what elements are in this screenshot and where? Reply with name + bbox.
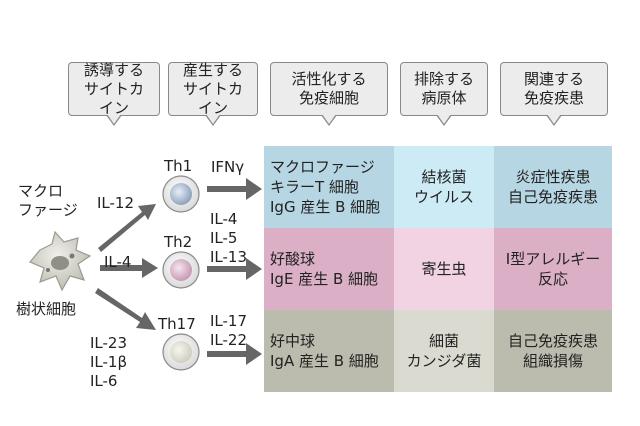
header-pathogens: 排除する 病原体 bbox=[400, 62, 488, 126]
ifn-gamma-label: IFNγ bbox=[211, 158, 245, 176]
header-line: 誘導する bbox=[83, 60, 144, 79]
th2-nucleus bbox=[170, 259, 192, 281]
th17-label: Th17 bbox=[158, 315, 196, 333]
header-line: 病原体 bbox=[421, 89, 467, 107]
label-line: IL-6 bbox=[90, 372, 118, 390]
cell-immune-cells-th2: 好酸球 IgE 産生 B 細胞 bbox=[264, 228, 394, 310]
il12-label: IL-12 bbox=[97, 194, 135, 212]
cell-line: 好中球 bbox=[270, 332, 316, 350]
cell-immune-cells-th1: マクロファージ キラーT 細胞 IgG 産生 B 細胞 bbox=[264, 146, 394, 228]
header-line: 産生する bbox=[182, 60, 243, 79]
cell-line: 好酸球 bbox=[270, 250, 316, 268]
header-line: 排除する bbox=[413, 70, 474, 88]
label-line: IL-22 bbox=[210, 331, 248, 349]
cell-line: キラーT 細胞 bbox=[270, 178, 359, 196]
th17-inducing-cytokines: IL-23 IL-1β IL-6 bbox=[90, 334, 127, 391]
arrow-th1-out bbox=[207, 178, 262, 200]
arrow-th17-out bbox=[207, 343, 262, 365]
cell-line: IgG 産生 B 細胞 bbox=[270, 198, 381, 216]
cell-line: Ⅰ型アレルギー bbox=[505, 250, 601, 268]
cell-line: 組織損傷 bbox=[522, 352, 583, 370]
macrophage-vacuole bbox=[69, 253, 75, 259]
macrophage-label: マクロ ファージ bbox=[18, 182, 78, 220]
cell-line: 自己免疫疾患 bbox=[507, 332, 598, 350]
th2-produced-cytokines: IL-4 IL-5 IL-13 bbox=[210, 210, 247, 267]
cell-line: マクロファージ bbox=[270, 158, 375, 176]
header-activated-immune-cells: 活性化する 免疫細胞 bbox=[270, 62, 388, 126]
label-line: IL-13 bbox=[210, 248, 248, 266]
header-inducing-cytokines: 誘導する サイトカ イン bbox=[68, 60, 160, 126]
label-line: ファージ bbox=[18, 201, 78, 219]
cell-line: 炎症性疾患 bbox=[515, 168, 591, 186]
label-line: マクロ bbox=[18, 182, 64, 200]
cell-line: 細菌 bbox=[428, 332, 459, 350]
il4-inducing-label: IL-4 bbox=[104, 253, 132, 271]
th17-nucleus bbox=[170, 341, 192, 363]
cell-pathogens-th2: 寄生虫 bbox=[394, 228, 494, 310]
cell-line: カンジダ菌 bbox=[406, 352, 482, 370]
th1-nucleus bbox=[170, 183, 192, 205]
cell-line: IgA 産生 B 細胞 bbox=[270, 352, 379, 370]
th17-produced-cytokines: IL-17 IL-22 bbox=[210, 312, 247, 350]
cell-line: 自己免疫疾患 bbox=[507, 188, 598, 206]
cell-line: 結核菌 bbox=[421, 168, 467, 186]
th1-label: Th1 bbox=[164, 157, 193, 175]
arrow-th2-out bbox=[207, 258, 262, 280]
dendritic-cell-label: 樹状細胞 bbox=[16, 300, 77, 318]
label-line: IL-17 bbox=[210, 312, 248, 330]
macrophage-vacuole bbox=[46, 268, 50, 272]
cell-line: 反応 bbox=[537, 270, 568, 288]
header-line: 活性化する bbox=[291, 70, 367, 88]
header-produced-cytokines: 産生する サイトカ イン bbox=[168, 60, 258, 126]
arrow-to-th1 bbox=[98, 204, 156, 252]
cell-pathogens-th1: 結核菌 ウイルス bbox=[394, 146, 494, 228]
cell-diseases-th2: Ⅰ型アレルギー 反応 bbox=[494, 228, 612, 310]
induction-arrows bbox=[95, 204, 158, 330]
header-line: イン bbox=[98, 98, 129, 117]
cell-diseases-th1: 炎症性疾患 自己免疫疾患 bbox=[494, 146, 612, 228]
header-line: サイトカ bbox=[182, 79, 243, 98]
cell-immune-cells-th17: 好中球 IgA 産生 B 細胞 bbox=[264, 310, 394, 392]
header-line: サイトカ bbox=[83, 79, 144, 98]
label-line: IL-23 bbox=[90, 334, 128, 352]
arrow-to-th2 bbox=[100, 258, 158, 278]
header-line: イン bbox=[197, 98, 228, 117]
cell-line: ウイルス bbox=[413, 188, 474, 206]
arrow-to-th17 bbox=[95, 288, 156, 330]
label-line: IL-5 bbox=[210, 229, 238, 247]
output-arrows bbox=[207, 178, 262, 365]
header-diseases: 関連する 免疫疾患 bbox=[500, 62, 608, 126]
cell-pathogens-th17: 細菌 カンジダ菌 bbox=[394, 310, 494, 392]
cell-diseases-th17: 自己免疫疾患 組織損傷 bbox=[494, 310, 612, 392]
cell-line: 寄生虫 bbox=[421, 260, 467, 278]
header-line: 免疫細胞 bbox=[298, 89, 359, 107]
label-line: IL-4 bbox=[210, 210, 238, 228]
header-line: 免疫疾患 bbox=[523, 89, 584, 107]
label-line: IL-1β bbox=[90, 353, 128, 371]
macrophage-nucleus bbox=[51, 256, 69, 270]
th2-label: Th2 bbox=[164, 233, 193, 251]
header-line: 関連する bbox=[523, 70, 584, 88]
cell-line: IgE 産生 B 細胞 bbox=[270, 270, 379, 288]
